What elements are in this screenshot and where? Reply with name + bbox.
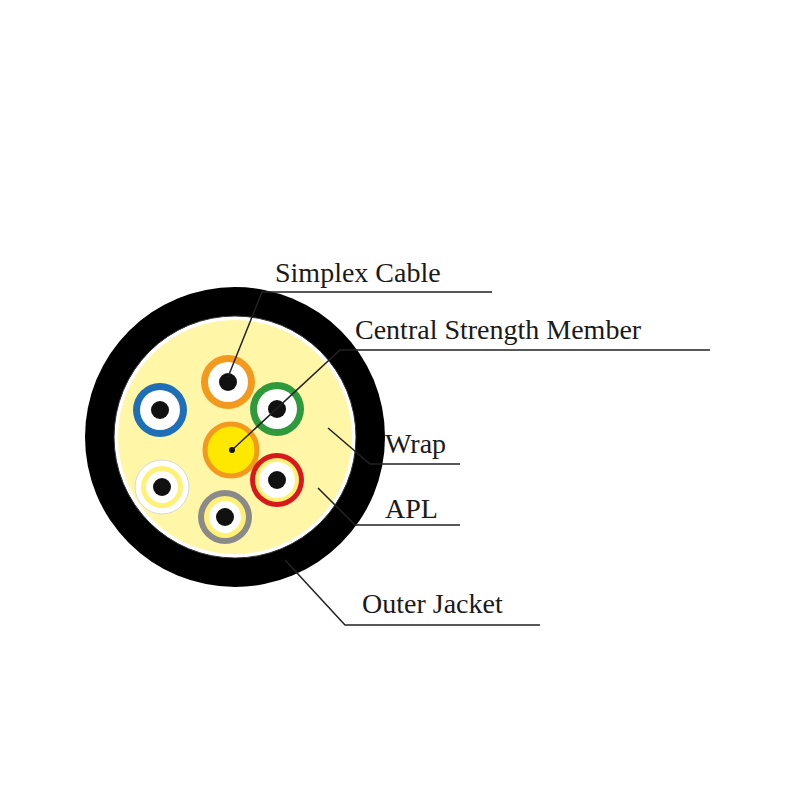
simplex-cable-blue	[133, 383, 187, 437]
leader-lines	[228, 292, 710, 625]
callout-label: Wrap	[385, 428, 446, 460]
wrap-layer	[117, 319, 353, 555]
simplex-cable-red	[250, 453, 304, 507]
leader-line	[318, 488, 460, 525]
leader-line	[285, 560, 540, 625]
callout-label: Simplex Cable	[275, 257, 441, 289]
apl-layer	[114, 316, 356, 558]
callout-label: APL	[385, 493, 438, 525]
simplex-cable-white	[135, 460, 189, 514]
callout-label: Central Strength Member	[355, 314, 641, 346]
central-strength-member	[205, 424, 257, 476]
callout-label: Outer Jacket	[362, 588, 503, 620]
simplex-cable-grey	[198, 490, 252, 544]
leader-line	[328, 428, 460, 464]
outer-jacket	[85, 287, 385, 587]
leader-line	[232, 350, 710, 450]
simplex-cable-orange	[201, 355, 255, 409]
